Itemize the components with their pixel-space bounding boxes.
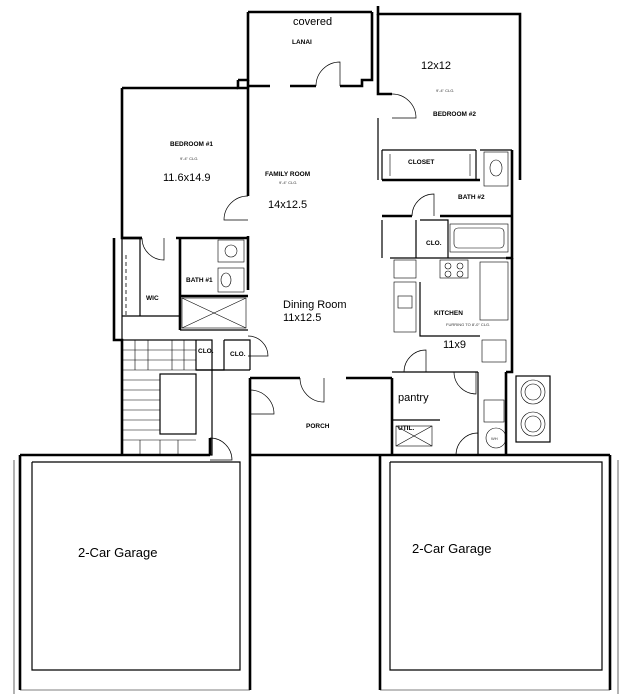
covered-label: covered: [293, 16, 332, 28]
hall-closet2-label: CLO.: [230, 351, 246, 358]
garage-right-label: 2-Car Garage: [412, 541, 491, 556]
bedroom1-clg: 9'-4" CLG.: [180, 156, 198, 161]
bedroom2-size: 12x12: [421, 60, 451, 72]
garage-left: [18, 453, 252, 691]
stairs: [122, 340, 197, 455]
utility-label: UTIL.: [398, 425, 414, 432]
bedroom2-clg: 9'-4" CLG.: [436, 88, 454, 93]
hall-closet1-label: CLO.: [198, 348, 214, 355]
interior-walls: [121, 80, 551, 456]
lanai-label: LANAI: [292, 39, 312, 46]
bath2-closet-label: CLO.: [426, 240, 442, 247]
kitchen-size: 11x9: [443, 339, 466, 351]
bath2-label: BATH #2: [458, 194, 485, 201]
wic-label: WIC: [146, 295, 159, 302]
kitchen-label: KITCHEN: [434, 310, 463, 317]
garage-left-label: 2-Car Garage: [78, 545, 157, 560]
exterior-walls: [112, 6, 522, 455]
family-room-clg: 9'-4" CLG.: [279, 180, 297, 185]
family-room-label: FAMILY ROOM: [265, 171, 310, 178]
porch-label: PORCH: [306, 423, 330, 430]
bath1-label: BATH #1: [186, 277, 213, 284]
doors: [141, 61, 479, 461]
bedroom2-label: BEDROOM #2: [433, 111, 476, 118]
dining-room-size: 11x12.5: [283, 312, 321, 324]
pantry-label: pantry: [398, 392, 429, 404]
dining-room-label: Dining Room: [283, 299, 347, 311]
bedroom1-label: BEDROOM #1: [170, 141, 213, 148]
bedroom1-size: 11.6x14.9: [163, 172, 211, 184]
water-heater-label: WH: [491, 436, 498, 441]
kitchen-note: FURRING TO 8'-0" CLG.: [446, 322, 490, 327]
room-labels: covered LANAI 12x12 9'-4" CLG. BEDROOM #…: [78, 16, 498, 560]
family-room-size: 14x12.5: [268, 199, 307, 211]
garage-right: [378, 453, 612, 691]
closet-label: CLOSET: [408, 159, 434, 166]
